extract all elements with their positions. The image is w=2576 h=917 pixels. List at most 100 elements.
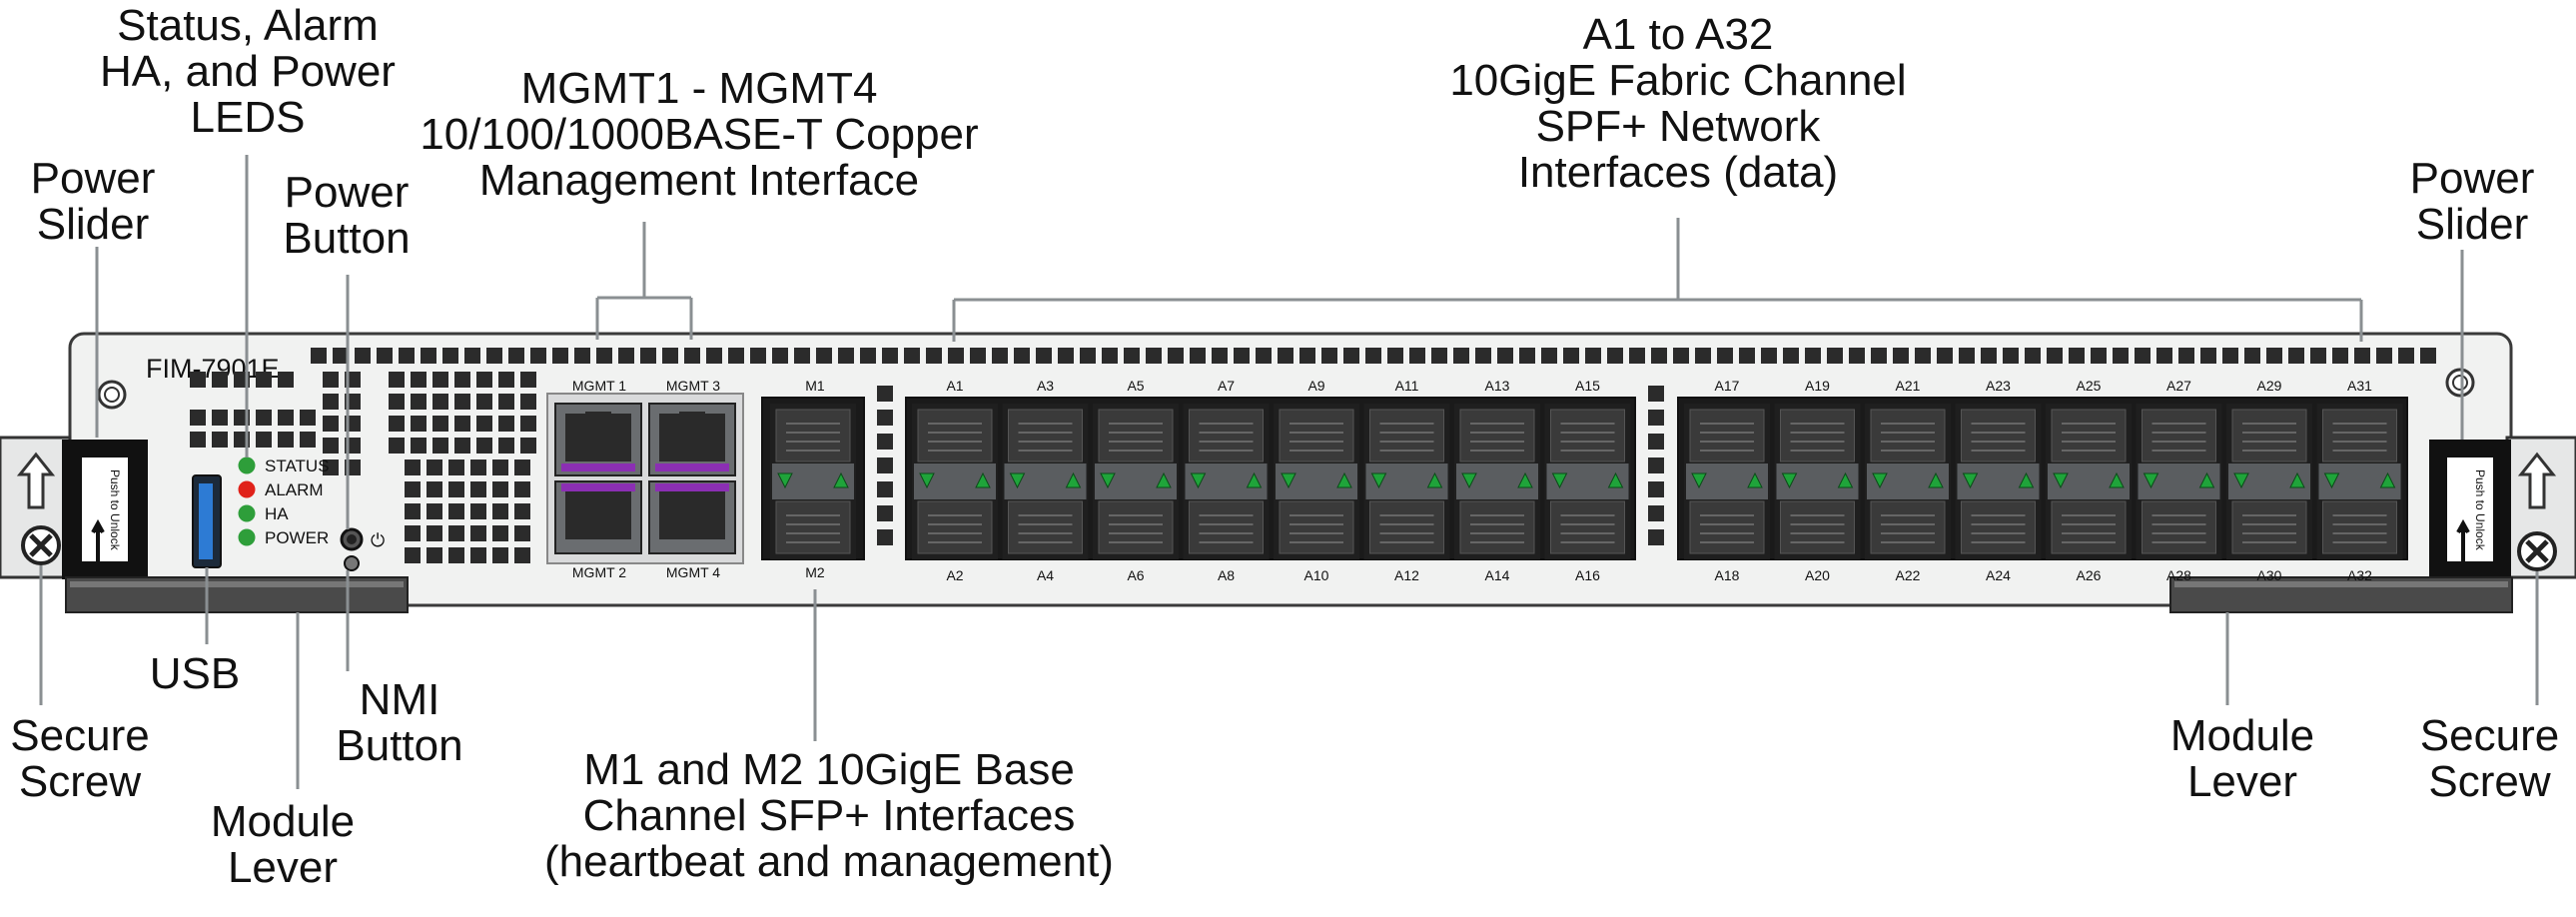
sfp-cage <box>1774 404 1861 559</box>
a-port-label: A32 <box>2347 567 2372 583</box>
sfp-port[interactable] <box>775 409 851 462</box>
sfp-port[interactable] <box>2051 409 2127 462</box>
sfp-cage <box>1093 404 1179 559</box>
vent-square <box>877 458 893 473</box>
screw-icon[interactable] <box>21 525 61 565</box>
sfp-cage <box>1955 404 2042 559</box>
vent-square <box>470 459 486 475</box>
sfp-port[interactable] <box>1870 409 1946 462</box>
vent-square <box>470 547 486 563</box>
push-to-unlock-left: Push to Unlock <box>108 469 122 551</box>
sfp-port[interactable] <box>1780 409 1855 462</box>
sfp-port[interactable] <box>1008 409 1083 462</box>
callout-line: Management Interface <box>478 156 920 205</box>
sfp-port[interactable] <box>1870 500 1946 554</box>
callout-line: MGMT1 - MGMT4 <box>520 64 878 113</box>
sfp-port[interactable] <box>1189 409 1264 462</box>
sfp-port[interactable] <box>2322 409 2397 462</box>
sfp-port[interactable] <box>1279 409 1354 462</box>
vent-square <box>2398 348 2414 364</box>
sfp-port[interactable] <box>1098 500 1174 554</box>
a-port-label: A11 <box>1395 378 1419 394</box>
sfp-port-opening <box>1870 500 1946 554</box>
a-port-label: A10 <box>1304 567 1329 583</box>
vent-square <box>508 348 524 364</box>
led-label: POWER <box>265 528 329 547</box>
vent-square <box>1124 348 1140 364</box>
sfp-port[interactable] <box>1279 500 1354 554</box>
sfp-port[interactable] <box>1459 409 1535 462</box>
sfp-port[interactable] <box>1369 409 1444 462</box>
vent-square <box>300 410 316 426</box>
sfp-port[interactable] <box>1689 500 1765 554</box>
vent-square <box>492 547 508 563</box>
vent-square <box>492 525 508 541</box>
arrow-up-icon <box>2456 518 2470 561</box>
a-port-label: A22 <box>1896 567 1921 583</box>
sfp-port[interactable] <box>2051 500 2127 554</box>
mgmt-rj45-port[interactable] <box>554 403 642 476</box>
sfp-port[interactable] <box>917 500 993 554</box>
sfp-port[interactable] <box>1098 409 1174 462</box>
mgmt-rj45-port[interactable] <box>648 480 736 554</box>
vent-square <box>1805 348 1821 364</box>
sfp-port[interactable] <box>775 500 851 554</box>
sfp-port[interactable] <box>2231 500 2307 554</box>
link-led-up-icon <box>1928 471 1944 488</box>
vent-square <box>860 348 876 364</box>
a-port-label: A21 <box>1896 378 1921 394</box>
sfp-port[interactable] <box>917 409 993 462</box>
vent-square <box>427 503 442 519</box>
leader-line <box>595 222 693 340</box>
screw-icon[interactable] <box>2517 531 2557 571</box>
vent-square <box>1673 348 1689 364</box>
callout-power-button: Power Button <box>262 170 431 262</box>
sfp-port[interactable] <box>1459 500 1535 554</box>
nmi-button[interactable] <box>344 555 360 571</box>
vent-square <box>498 416 514 432</box>
link-led-down-icon <box>2233 472 2249 489</box>
callout-module-lever-right: Module Lever <box>2147 713 2337 805</box>
link-led-up-icon <box>1246 471 1263 488</box>
vent-square <box>323 416 339 432</box>
vent-square <box>432 372 448 388</box>
link-led-down-icon <box>2053 472 2069 489</box>
module-lever-left-highlight <box>70 581 404 587</box>
a-port-label: A16 <box>1575 567 1600 583</box>
sfp-port[interactable] <box>1369 500 1444 554</box>
vent-square <box>389 416 405 432</box>
mgmt-rj45-port[interactable] <box>554 480 642 554</box>
sfp-port[interactable] <box>1550 500 1625 554</box>
sfp-port[interactable] <box>1550 409 1625 462</box>
m-port-label: M2 <box>805 564 825 580</box>
vent-square <box>1497 348 1513 364</box>
sfp-port[interactable] <box>1189 500 1264 554</box>
vent-square <box>1321 348 1337 364</box>
mgmt-rj45-port[interactable] <box>648 403 736 476</box>
sfp-port-opening <box>1961 409 2036 462</box>
vent-square <box>877 434 893 450</box>
a-port-label: A2 <box>946 567 963 583</box>
vent-square <box>411 438 427 454</box>
sfp-port[interactable] <box>2322 500 2397 554</box>
power-button[interactable] <box>340 527 364 551</box>
sfp-port[interactable] <box>1961 409 2036 462</box>
sfp-port[interactable] <box>2231 409 2307 462</box>
sfp-port[interactable] <box>1689 409 1765 462</box>
vent-square <box>1849 348 1865 364</box>
callout-line: Module <box>210 797 356 846</box>
link-led-down-icon <box>1691 472 1707 489</box>
sfp-port[interactable] <box>1780 500 1855 554</box>
callout-line: Power <box>2409 154 2535 203</box>
a-port-label: A25 <box>2077 378 2102 394</box>
vent-square <box>454 416 470 432</box>
vent-square <box>514 481 530 497</box>
sfp-port[interactable] <box>1008 500 1083 554</box>
sfp-port[interactable] <box>2142 500 2216 554</box>
sfp-cage <box>1274 404 1359 559</box>
usb-port[interactable] <box>192 474 222 568</box>
sfp-port[interactable] <box>2142 409 2216 462</box>
sfp-port[interactable] <box>1961 500 2036 554</box>
vent-square <box>1014 348 1030 364</box>
